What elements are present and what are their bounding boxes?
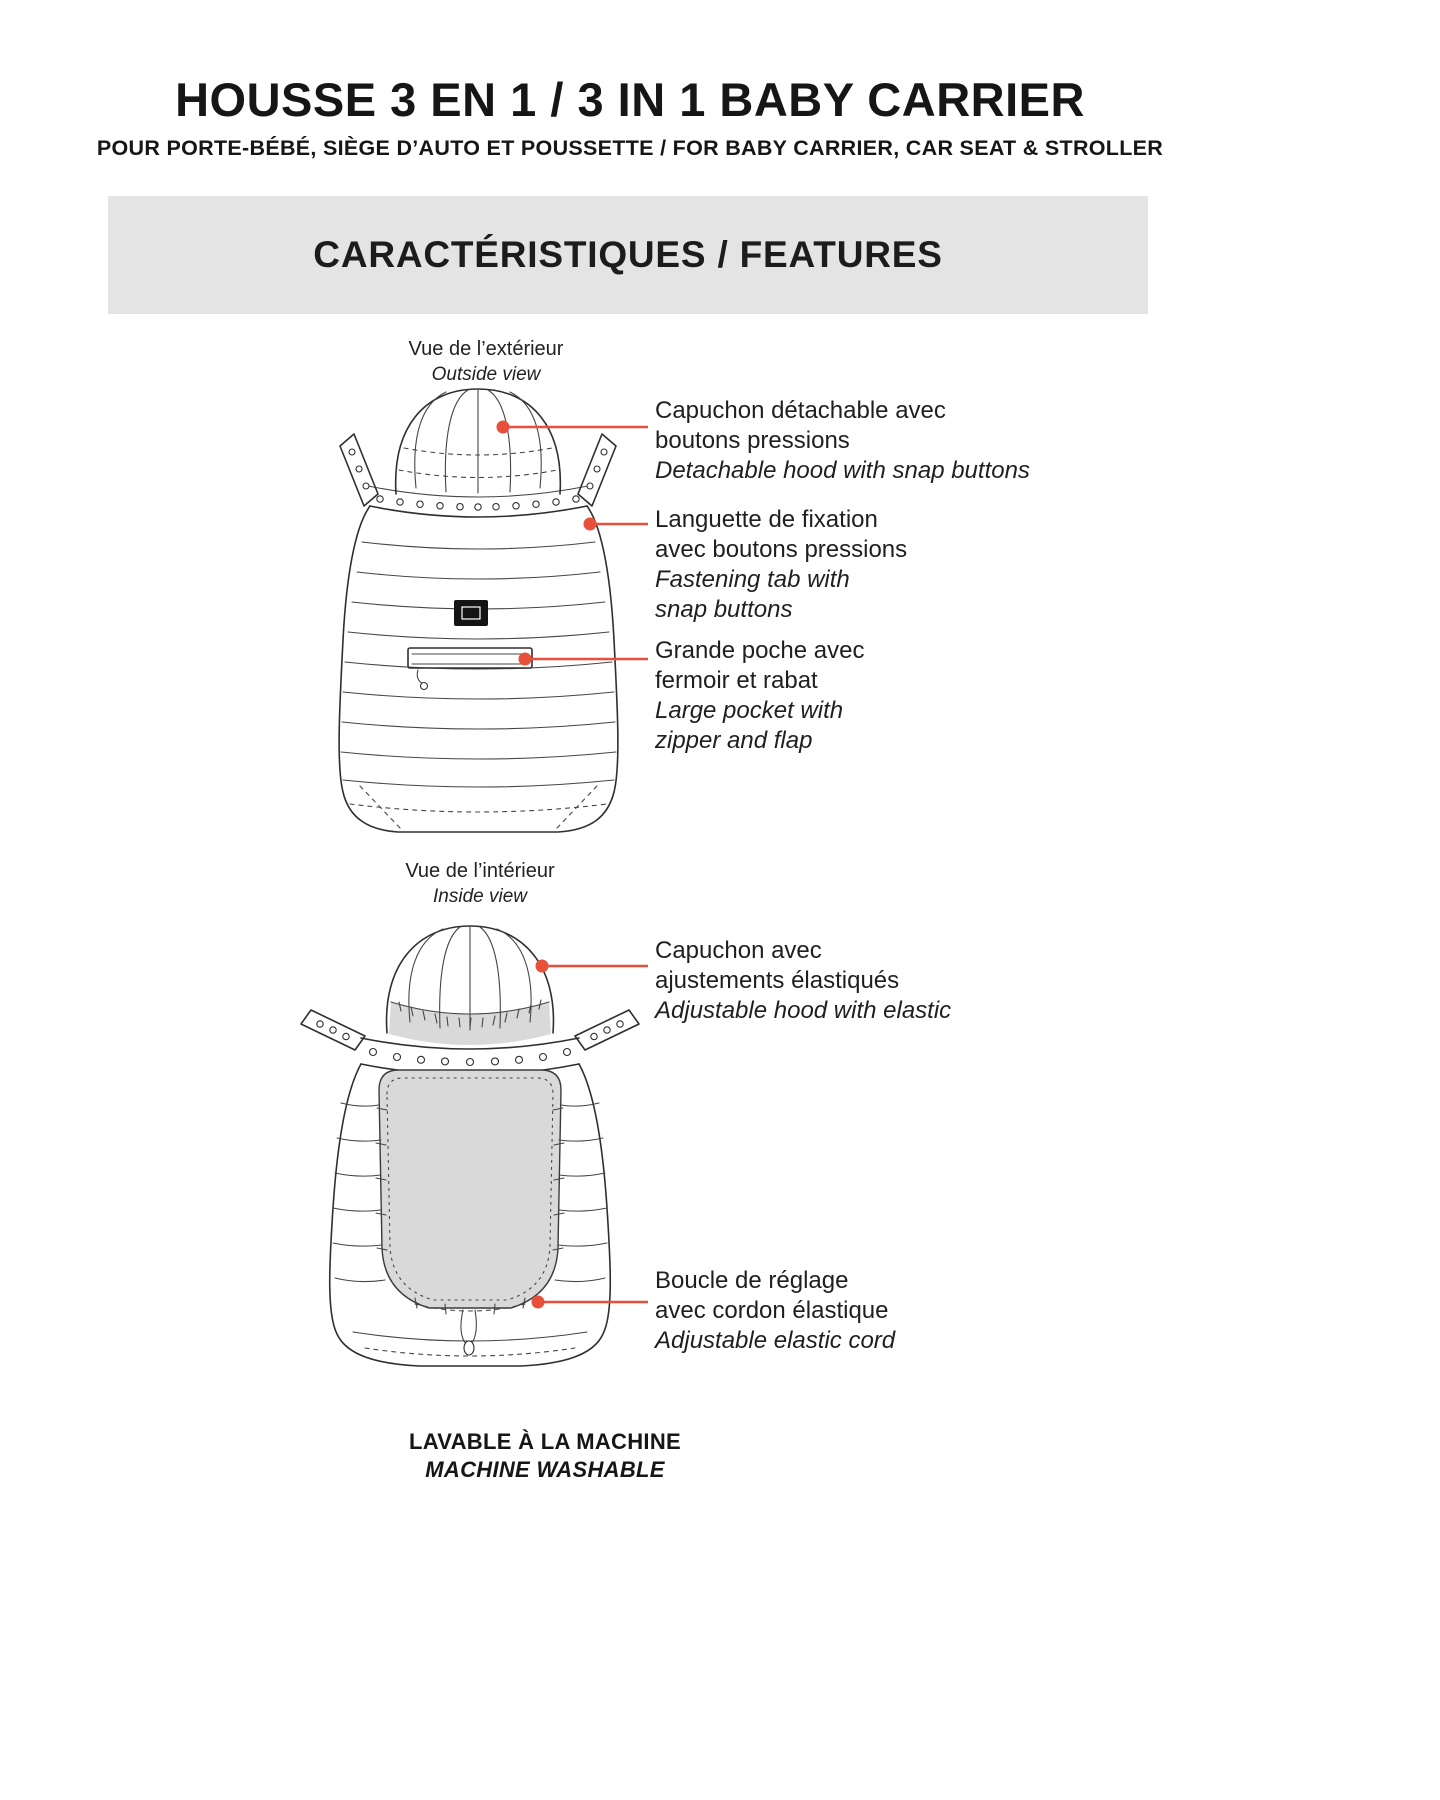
- front-pocket: [407, 647, 533, 691]
- hood-inside: [385, 925, 555, 1045]
- page-subtitle: POUR PORTE-BÉBÉ, SIÈGE D’AUTO ET POUSSET…: [96, 136, 1164, 160]
- outside-view-label-fr: Vue de l’extérieur: [408, 338, 564, 360]
- callout-elastic-hood-fr-1: Capuchon avec: [655, 937, 822, 964]
- panel-stitch-ticks: [375, 1107, 565, 1315]
- callout-elastic-cord-en-1: Adjustable elastic cord: [655, 1327, 896, 1354]
- fastening-tab-left-inside: [300, 1009, 366, 1051]
- carrier-body-outline: [338, 485, 619, 833]
- snap-button-band-inside: [360, 1037, 580, 1076]
- washing-note: LAVABLE À LA MACHINE MACHINE WASHABLE: [375, 1428, 715, 1484]
- outside-view-label: Vue de l’extérieur Outside view: [316, 336, 656, 388]
- inside-view-label-en: Inside view: [433, 886, 527, 907]
- fastening-tab-right: [577, 433, 617, 507]
- washing-note-fr: LAVABLE À LA MACHINE: [408, 1429, 682, 1454]
- fastening-tab-right-inside: [574, 1009, 640, 1051]
- outside-view-illustration: [338, 388, 619, 833]
- fastening-tab-left: [339, 433, 379, 507]
- carrier-body-outline-inside: [328, 1063, 612, 1367]
- callout-detachable-hood-fr-1: Capuchon détachable avec: [655, 397, 946, 424]
- callout-large-pocket-fr-1: Grande poche avec: [655, 637, 865, 664]
- callout-elastic-cord-fr-1: Boucle de réglage: [655, 1267, 849, 1294]
- washing-note-en: MACHINE WASHABLE: [425, 1457, 665, 1482]
- brand-logo-patch: [454, 600, 488, 626]
- callout-fastening-tab-fr-1: Languette de fixation: [655, 506, 878, 533]
- snap-button-band: [376, 495, 580, 511]
- elastic-drawcord: [414, 1303, 526, 1356]
- callout-elastic-hood-fr-2: ajustements élastiqués: [655, 967, 900, 994]
- callout-fastening-tab-en-1: Fastening tab with: [655, 566, 850, 593]
- inside-view-label: Vue de l’intérieur Inside view: [295, 858, 665, 910]
- zipper-pull-icon: [419, 681, 429, 691]
- callout-detachable-hood-en-1: Detachable hood with snap buttons: [655, 457, 1030, 484]
- features-banner-label: CARACTÉRISTIQUES / FEATURES: [313, 234, 943, 275]
- callout-elastic-cord: Boucle de réglage avec cordon élastique …: [655, 1266, 895, 1356]
- callout-fastening-tab-fr-2: avec boutons pressions: [655, 536, 908, 563]
- callout-elastic-hood-en-1: Adjustable hood with elastic: [655, 997, 952, 1024]
- features-banner: CARACTÉRISTIQUES / FEATURES: [108, 196, 1148, 314]
- callout-detachable-hood: Capuchon détachable avec boutons pressio…: [655, 396, 1030, 486]
- callout-large-pocket-fr-2: fermoir et rabat: [655, 667, 818, 694]
- cord-toggle-icon: [463, 1340, 475, 1356]
- callout-elastic-hood: Capuchon avec ajustements élastiqués Adj…: [655, 936, 951, 1026]
- inside-view-illustration: [300, 925, 640, 1367]
- detachable-hood: [394, 388, 562, 495]
- callout-large-pocket-en-1: Large pocket with: [655, 697, 844, 724]
- outside-view-label-en: Outside view: [431, 364, 541, 385]
- callout-large-pocket-en-2: zipper and flap: [655, 727, 813, 754]
- callout-elastic-cord-fr-2: avec cordon élastique: [655, 1297, 889, 1324]
- interior-lining-panel: [375, 1069, 565, 1315]
- callout-fastening-tab-en-2: snap buttons: [655, 596, 793, 623]
- hood-elastic-stitches: [398, 999, 542, 1028]
- page-title: HOUSSE 3 EN 1 / 3 IN 1 BABY CARRIER: [175, 73, 1085, 126]
- quilting-lines: [340, 541, 617, 829]
- inside-view-label-fr: Vue de l’intérieur: [405, 860, 555, 882]
- callout-detachable-hood-fr-2: boutons pressions: [655, 427, 850, 454]
- callout-fastening-tab: Languette de fixation avec boutons press…: [655, 505, 907, 625]
- callout-large-pocket: Grande poche avec fermoir et rabat Large…: [655, 636, 864, 756]
